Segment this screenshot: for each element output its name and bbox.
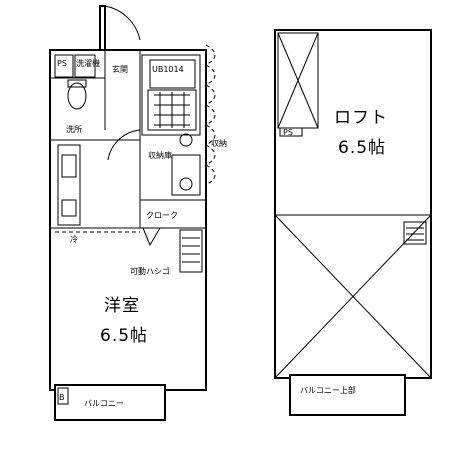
loft-size: 6.5帖 <box>338 138 387 158</box>
ladder-label: 可動ハシゴ <box>130 267 170 276</box>
loft-ps-label: PS <box>283 128 293 137</box>
storage-right-label: 収納 <box>211 139 227 148</box>
kitchen-mark-label: 冷 <box>70 235 78 244</box>
entrance-label: 玄関 <box>112 65 128 74</box>
balcony-label: バルコニー <box>84 399 124 408</box>
washroom-label: 洗所 <box>66 125 82 134</box>
unit-bath-label: UB1014 <box>152 65 184 74</box>
room-size: 6.5帖 <box>100 326 149 346</box>
loft-balcony-label: バルコニー上部 <box>300 386 356 395</box>
first-floor-outline <box>49 5 216 421</box>
loft-outline <box>274 29 432 416</box>
ps-label: PS <box>57 59 67 68</box>
storage-label: 収納庫 <box>148 151 172 160</box>
washer-label: 洗濯機 <box>76 59 100 68</box>
loft-name: ロフト <box>334 108 388 128</box>
balcony-b-label: B <box>59 393 65 402</box>
room-name: 洋室 <box>104 296 140 316</box>
closet-label: クローク <box>146 211 178 220</box>
